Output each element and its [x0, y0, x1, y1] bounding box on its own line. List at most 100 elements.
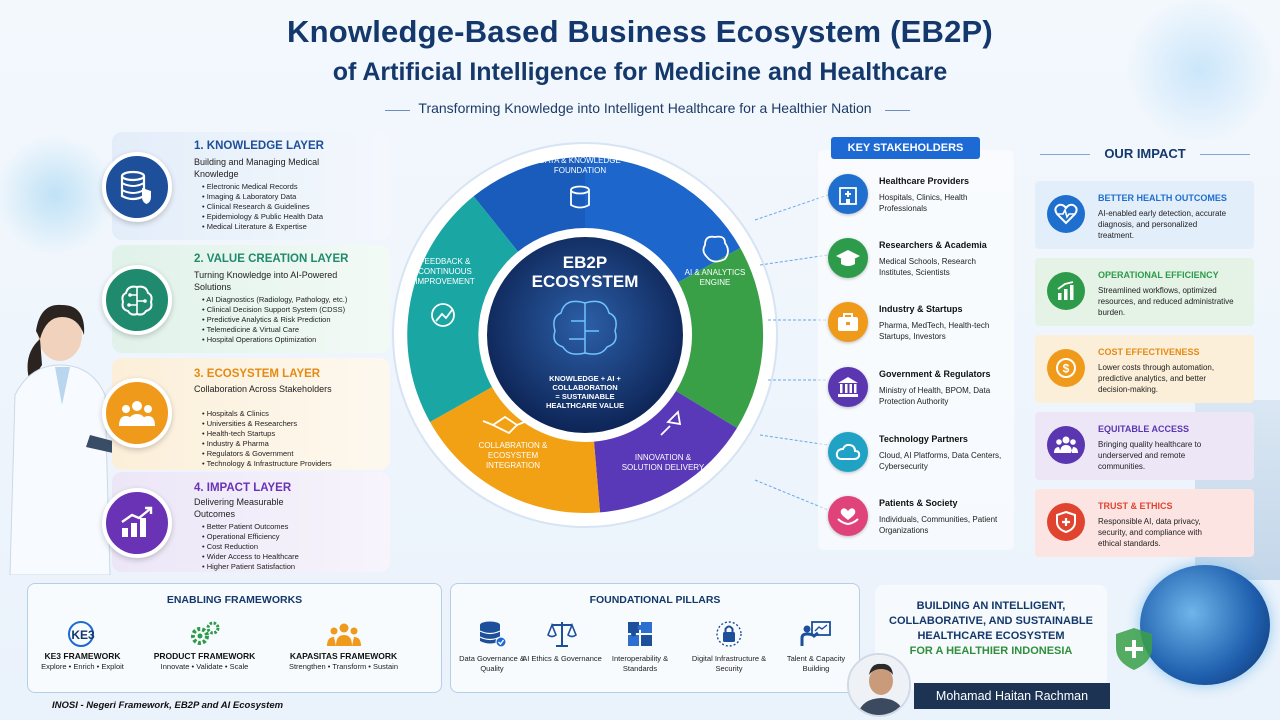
layer-card-value-creation: 2. VALUE CREATION LAYER Turning Knowledg… [102, 245, 390, 353]
layer-desc: Building and Managing Medical Knowledge [194, 157, 320, 179]
community-icon [1047, 426, 1085, 464]
stakeholder-name: Technology Partners [879, 434, 968, 444]
stakeholder-desc: Pharma, MedTech, Health-tech Startups, I… [879, 321, 990, 341]
segment-feedback [407, 196, 518, 422]
impact-card: BETTER HEALTH OUTCOMES AI-enabled early … [1035, 181, 1254, 249]
segment-label: INTEGRATION [486, 461, 540, 470]
impact-name: OPERATIONAL EFFICIENCY [1098, 270, 1219, 280]
pillars-panel [450, 583, 860, 693]
impact-name: BETTER HEALTH OUTCOMES [1098, 193, 1227, 203]
pillar-name: Interoperability & Standards [611, 654, 669, 673]
list-item: Telemedicine & Virtual Care [202, 325, 347, 335]
list-item: Imaging & Laboratory Data [202, 192, 323, 202]
cta-line: HEALTHCARE ECOSYSTEM [917, 630, 1065, 642]
shield-plus-icon [1047, 503, 1085, 541]
center-title: ECOSYSTEM [532, 272, 639, 291]
layer-desc: Delivering Measurable Outcomes [194, 497, 284, 519]
center-caption: = SUSTAINABLE [555, 392, 614, 401]
globe-image [1140, 565, 1270, 685]
list-item: Universities & Researchers [202, 419, 332, 429]
list-item: Predictive Analytics & Risk Prediction [202, 315, 347, 325]
segment-label: SOLUTION DELIVERY [622, 463, 705, 472]
list-item: Technology & Infrastructure Providers [202, 459, 332, 469]
list-item: Operational Efficiency [202, 532, 299, 542]
pillar-item: AI Ethics & Governance [519, 618, 605, 664]
tagline-divider-left [385, 110, 410, 111]
segment-label: IMPROVEMENT [415, 277, 475, 286]
tagline-divider-right [885, 110, 910, 111]
stakeholder-desc: Medical Schools, Research Institutes, Sc… [879, 257, 976, 277]
author-avatar [847, 653, 911, 717]
impact-desc: Streamlined workflows, optimized resourc… [1098, 286, 1234, 317]
stakeholder-name: Government & Regulators [879, 369, 991, 379]
balance-scale-icon [519, 618, 605, 650]
impact-name: TRUST & ETHICS [1098, 501, 1173, 511]
graduation-cap-icon [828, 238, 868, 278]
brain-circuit-icon [102, 265, 172, 335]
framework-desc: Explore • Enrich • Exploit [41, 662, 124, 671]
stakeholder-name: Researchers & Academia [879, 240, 987, 250]
rocket-icon [660, 410, 682, 436]
list-item: Industry & Pharma [202, 439, 332, 449]
segment-innovation [594, 391, 737, 513]
hands-heart-icon [828, 496, 868, 536]
pillar-item: Data Governance & Quality [449, 618, 535, 674]
stakeholder-item: Government & Regulators Ministry of Heal… [828, 367, 1018, 427]
list-item: Health-tech Startups [202, 429, 332, 439]
center-caption: HEALTHCARE VALUE [546, 401, 624, 410]
pillars-title: FOUNDATIONAL PILLARS [589, 594, 721, 606]
segment-label: ENGINE [700, 278, 731, 287]
list-item: Regulators & Government [202, 449, 332, 459]
center-caption: KNOWLEDGE + AI + [549, 374, 621, 383]
database-icon [570, 185, 590, 209]
framework-desc: Innovate • Validate • Scale [160, 662, 249, 671]
layer-card-ecosystem: 3. ECOSYSTEM LAYER Collaboration Across … [102, 358, 390, 470]
stakeholders-panel [818, 150, 1014, 550]
segment-label: CONTINUOUS [418, 267, 472, 276]
impact-card: EQUITABLE ACCESS Bringing quality health… [1035, 412, 1254, 480]
segment-data-knowledge [585, 157, 741, 283]
cta-line-highlight: FOR A HEALTHIER INDONESIA [909, 645, 1073, 657]
lock-network-icon [686, 618, 772, 650]
briefcase-icon [828, 302, 868, 342]
impact-card: $ COST EFFECTIVENESS Lower costs through… [1035, 335, 1254, 403]
ecosystem-wheel: EB2P ECOSYSTEM KNOWLEDGE + AI + COLLABOR… [392, 142, 778, 528]
cta-line: COLLABORATIVE, AND SUSTAINABLE [889, 615, 1093, 627]
pillar-item: Digital Infrastructure & Security [686, 618, 772, 674]
footer-credit: INOSI - Negeri Framework, EB2P and AI Ec… [52, 700, 284, 711]
segment-label: ECOSYSTEM [488, 451, 539, 460]
segment-label: AI & ANALYTICS [685, 268, 746, 277]
cta-line: BUILDING AN INTELLIGENT, [916, 600, 1066, 612]
pillar-name: Data Governance & Quality [459, 654, 525, 673]
impact-desc: AI-enabled early detection, accurate dia… [1098, 209, 1227, 240]
center-caption: COLLABORATION [552, 383, 617, 392]
layer-desc: Turning Knowledge into AI-Powered Soluti… [194, 270, 338, 292]
impact-name: COST EFFECTIVENESS [1098, 347, 1200, 357]
list-item: Wider Access to Healthcare [202, 552, 299, 562]
center-brain-icon [553, 300, 617, 355]
framework-name: KE3 FRAMEWORK [44, 651, 121, 661]
segment-label: DATA & KNOWLEDGE [539, 156, 621, 165]
stakeholder-name: Patients & Society [879, 498, 958, 508]
layer-card-impact: 4. IMPACT LAYER Delivering Measurable Ou… [102, 472, 390, 572]
database-shield-icon [102, 152, 172, 222]
segment-data-knowledge-left [473, 157, 585, 252]
layer-title: 4. IMPACT LAYER [194, 482, 292, 494]
page-title: Knowledge-Based Business Ecosystem (EB2P… [287, 14, 993, 49]
ke3-logo-icon: KE3 [15, 620, 150, 648]
stakeholder-name: Industry & Startups [879, 304, 963, 314]
list-item: Medical Literature & Expertise [202, 222, 323, 232]
list-item: Electronic Medical Records [202, 182, 323, 192]
government-building-icon [828, 367, 868, 407]
stakeholder-name: Healthcare Providers [879, 176, 970, 186]
stakeholder-item: Healthcare Providers Hospitals, Clinics,… [828, 174, 1018, 234]
tagline: Transforming Knowledge into Intelligent … [418, 100, 872, 116]
list-item: Clinical Decision Support System (CDSS) [202, 305, 347, 315]
framework-item: KE3 KE3 FRAMEWORK Explore • Enrich • Exp… [15, 620, 150, 671]
layer-title: 3. ECOSYSTEM LAYER [194, 368, 321, 380]
list-item: Clinical Research & Guidelines [202, 202, 323, 212]
pillar-item: Talent & Capacity Building [773, 618, 859, 674]
hospital-icon [828, 174, 868, 214]
background-heart-glow [0, 130, 110, 260]
stakeholder-desc: Individuals, Communities, Patient Organi… [879, 515, 998, 535]
